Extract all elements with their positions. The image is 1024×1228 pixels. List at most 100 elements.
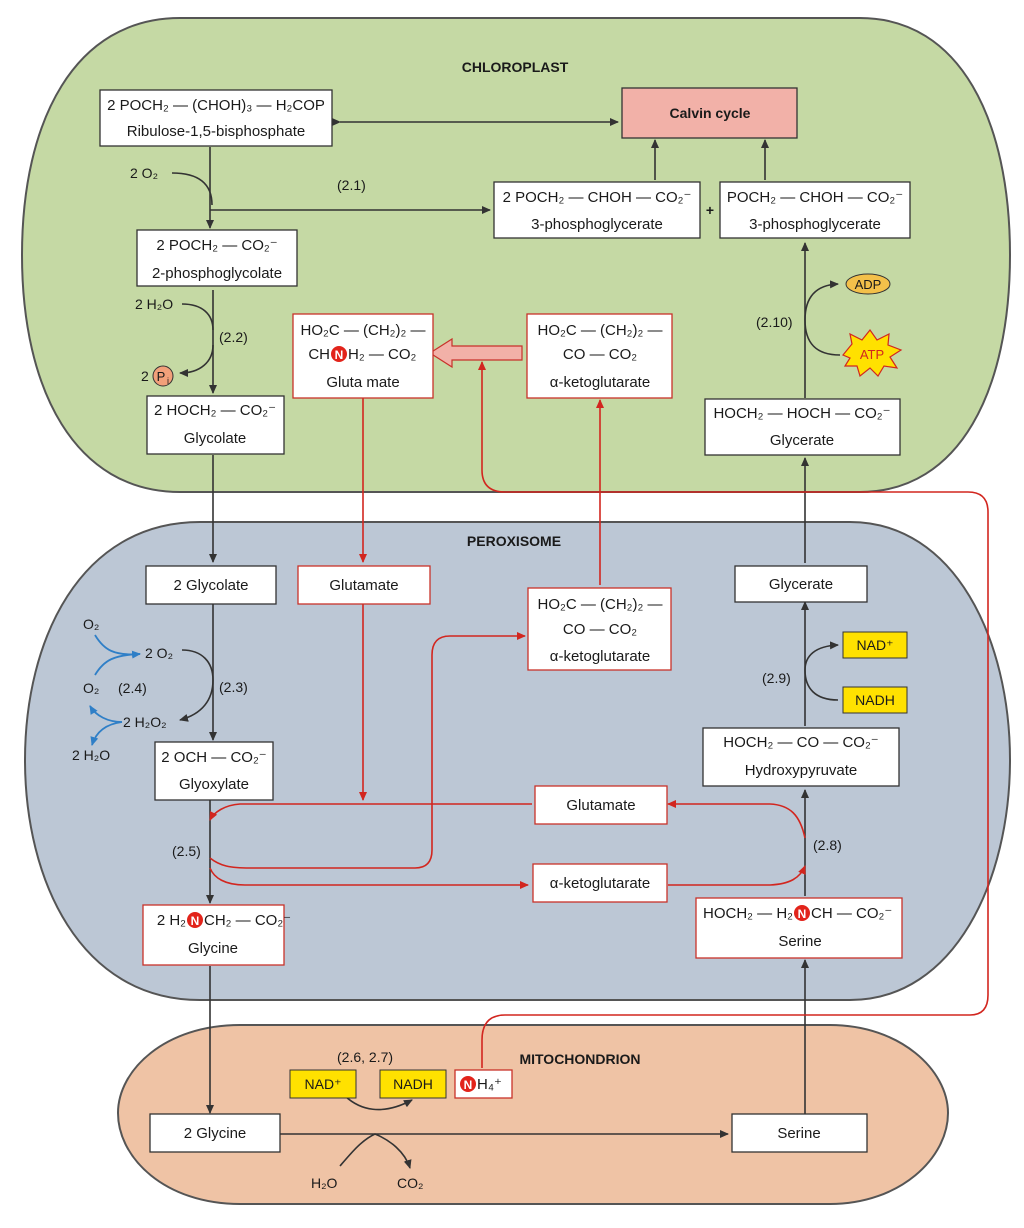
rubp-name: Ribulose-1,5-bisphosphate [127,123,305,140]
nitrogen-badge-glycine [187,912,203,928]
nad-mito-badge: NAD⁺ [289,1069,357,1099]
o2-label-a: O₂ [83,616,99,632]
phosphoglycolate-formula: 2 POCH₂ — CO₂⁻ [156,237,277,254]
glycine-mito-box: 2 Glycine [149,1113,281,1153]
glyoxylate-name: Glyoxylate [179,776,249,793]
nh4-box: N H₄⁺ [454,1069,513,1099]
hydroxypyruvate-name: Hydroxypyruvate [745,762,858,779]
glycine-per-post: CH₂ — CO₂⁻ [204,912,291,929]
nad-to-nadh-curve [344,1095,413,1111]
reaction-2-9: (2.9) [762,670,791,686]
nadh-mito-label: NADH [393,1076,433,1092]
pg3-right-box: POCH₂ — CHOH — CO₂⁻ 3-phosphoglycerate [719,181,911,239]
co2-mito-label: CO₂ [397,1175,423,1191]
hydroxypyruvate-box: HOCH₂ — CO — CO₂⁻ Hydroxypyruvate [702,727,900,787]
pg3-left-formula: 2 POCH₂ — CHOH — CO₂⁻ [503,189,692,206]
glycerate-per-box: Glycerate [734,565,868,603]
reaction-2-6-2-7: (2.6, 2.7) [337,1049,393,1065]
glutamate-chl-line2-pre: CH [308,346,330,363]
glycerate-chl-formula: HOCH₂ — HOCH — CO₂⁻ [713,405,890,422]
mitochondrion-label: MITOCHONDRION [519,1051,640,1067]
glycerate-chl-name: Glycerate [770,432,834,449]
serine-per-post: CH — CO₂⁻ [811,905,892,922]
atp-label: ATP [860,347,884,362]
pi-label: P [157,369,166,384]
h2o-co2-curve [339,1133,412,1169]
h2o-mito-label: H₂O [311,1175,338,1191]
akg-chl-name: α-ketoglutarate [550,374,650,391]
hydroxypyruvate-formula: HOCH₂ — CO — CO₂⁻ [723,734,878,751]
akg-from-25-arc [209,867,529,889]
atp-badge: ATP [842,328,903,378]
glyoxylate-box: 2 OCH — CO₂⁻ Glyoxylate [154,741,274,801]
calvin-cycle-box: Calvin cycle [621,87,798,139]
akg-per-mid-label: α-ketoglutarate [550,875,650,892]
o2-catalase-curve-in2 [94,653,141,676]
nad-per-label: NAD⁺ [857,637,894,653]
h2o-entry-curve [181,303,214,331]
peroxisome-label: PEROXISOME [467,533,561,549]
nitrogen-glycine: N [191,914,200,928]
calvin-cycle-label: Calvin cycle [670,105,751,121]
h2o-input-label: 2 H₂O [135,296,173,312]
pi-prefix: 2 [141,368,149,384]
reaction-2-2: (2.2) [219,329,248,345]
glutamate-chl-line1: HO₂C — (CH₂)₂ — [301,322,426,339]
glutamate-per-mid-box: Glutamate [534,785,668,825]
reaction-2-10: (2.10) [756,314,793,330]
glycine-per-name: Glycine [188,940,238,957]
pg3-left-box: 2 POCH₂ — CHOH — CO₂⁻ 3-phosphoglycerate [493,181,701,239]
o2-label-b: O₂ [83,680,99,696]
akg-chl-line2: CO — CO₂ [563,346,637,363]
glutamate-chl-box: HO₂C — (CH₂)₂ — CH N H₂ — CO₂ Gluta mate [292,313,434,399]
chloroplast-label: CHLOROPLAST [462,59,569,75]
glutamate-per-top-box: Glutamate [297,565,431,605]
adp-label: ADP [855,277,882,292]
nitrogen-badge-nh4 [460,1076,476,1092]
o2-2-label: 2 O₂ [145,645,173,661]
glycine-per-pre: 2 H₂ [157,912,186,929]
rubp-formula: 2 POCH₂ — (CHOH)₃ — H₂COP [107,97,325,114]
akg-to-glutamate-thick-arrow [428,337,523,369]
glutamate-chl-line2-post: H₂ — CO₂ [348,346,416,363]
akg-per-name: α-ketoglutarate [550,648,650,665]
akg-per-line1: HO₂C — (CH₂)₂ — [538,596,663,613]
akg-chl-line1: HO₂C — (CH₂)₂ — [538,322,663,339]
glutamate-from-28-arc [667,800,806,839]
glycerate-per-label: Glycerate [769,576,833,593]
nadh-mito-badge: NADH [379,1069,447,1099]
serine-per-pre: HOCH₂ — H₂ [703,905,793,922]
nadh-to-nad-curve [804,641,839,701]
reaction-2-3: (2.3) [219,679,248,695]
glycerate-chl-box: HOCH₂ — HOCH — CO₂⁻ Glycerate [704,398,901,456]
akg-to-per-box-path [209,632,526,869]
glyoxylate-formula: 2 OCH — CO₂⁻ [161,749,266,766]
phosphoglycolate-name: 2-phosphoglycolate [152,265,282,282]
reaction-2-5: (2.5) [172,843,201,859]
akg-per-line2: CO — CO₂ [563,621,637,638]
akg-per-box: HO₂C — (CH₂)₂ — CO — CO₂ α-ketoglutarate [527,587,672,671]
akg-to-28-arc [668,865,806,886]
glutamate-per-mid-label: Glutamate [566,797,635,814]
glutamate-per-top-label: Glutamate [329,577,398,594]
serine-mito-box: Serine [731,1113,868,1153]
adp-badge: ADP [845,273,891,295]
serine-per-box: HOCH₂ — H₂ N CH — CO₂⁻ Serine [695,897,903,959]
reaction-2-1: (2.1) [337,177,366,193]
o2-to-h2o2-curve [179,649,214,722]
pg3-left-name: 3-phosphoglycerate [531,216,663,233]
pi-badge [152,365,174,387]
reaction-2-4: (2.4) [118,680,147,696]
pg3-right-name: 3-phosphoglycerate [749,216,881,233]
h2o-catalase-curve [90,721,123,746]
glycolate-chl-formula: 2 HOCH₂ — CO₂⁻ [154,402,276,419]
nad-per-badge: NAD⁺ [842,631,908,659]
o2-input-label: 2 O₂ [130,165,158,181]
pg3-right-formula: POCH₂ — CHOH — CO₂⁻ [727,189,903,206]
nh4-recycling-path [478,361,989,1068]
rubp-box: 2 POCH₂ — (CHOH)₃ — H₂COP Ribulose-1,5-b… [99,89,333,147]
glutamate-to-25-arc [209,803,532,821]
pi-exit-curve [179,344,214,377]
